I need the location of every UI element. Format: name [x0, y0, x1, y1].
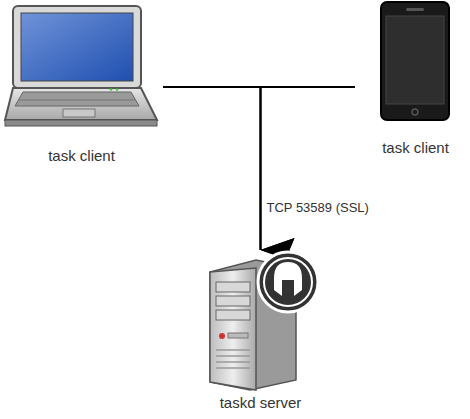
client-node: task client [355, 0, 470, 157]
connector-line [163, 87, 261, 250]
node-label: task client [355, 139, 470, 157]
server-icon [198, 250, 323, 392]
node-label: task client [0, 147, 163, 165]
connector-line [261, 87, 356, 250]
node-label: taskd server [195, 394, 326, 412]
laptop-icon [3, 0, 160, 132]
client-node: task client [0, 0, 163, 165]
phone-icon [358, 0, 470, 125]
edge-label: TCP 53589 (SSL) [265, 200, 371, 216]
server-node: taskd server [195, 250, 326, 412]
